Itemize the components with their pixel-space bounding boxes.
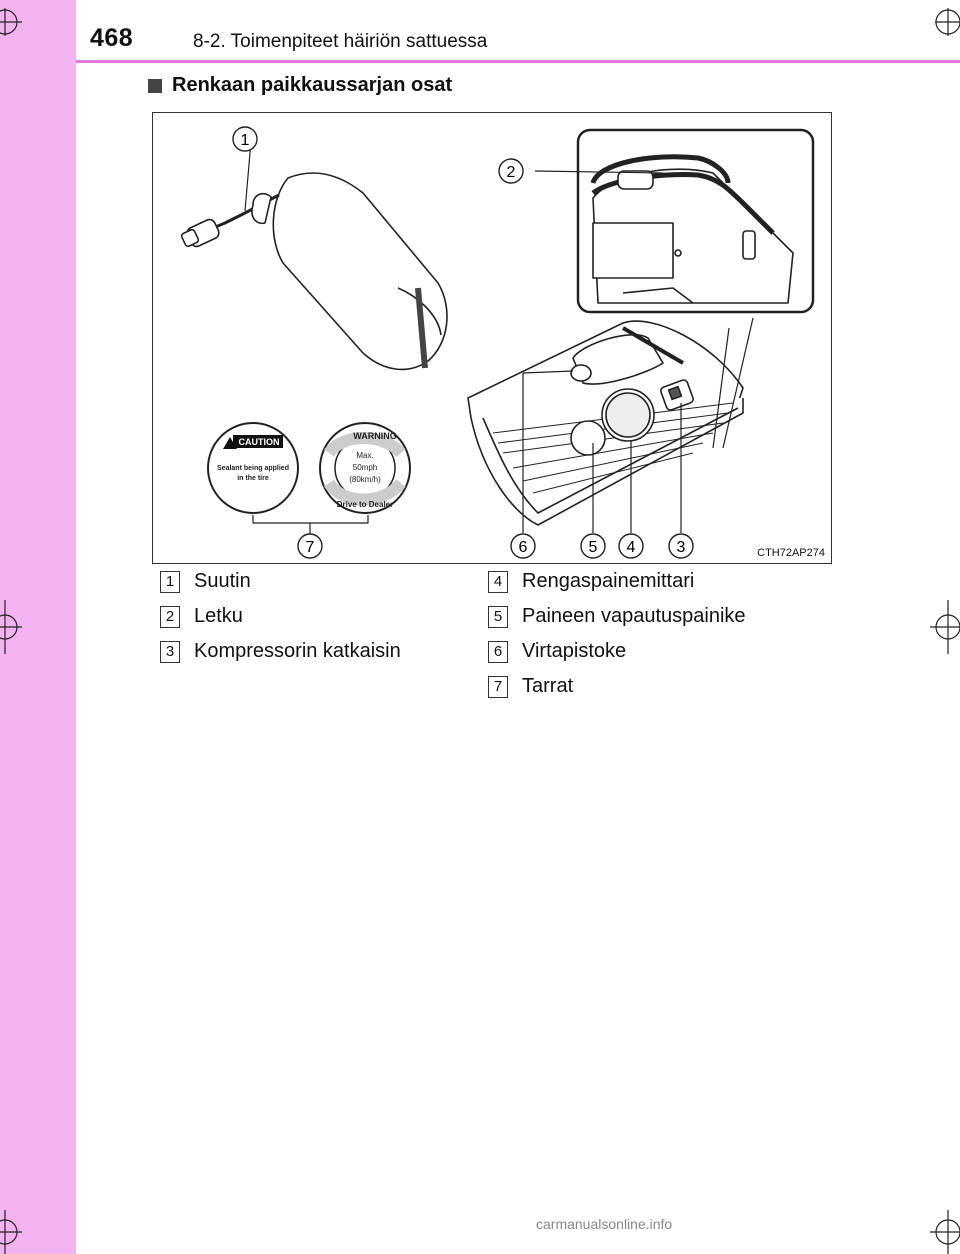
legend-number: 4 [488, 570, 508, 593]
header-rule [76, 60, 960, 63]
legend-number: 5 [488, 605, 508, 628]
callout-4: 4 [618, 533, 644, 559]
legend-item-3: 3 Kompressorin katkaisin [160, 640, 401, 663]
legend-item-7: 7 Tarrat [488, 675, 573, 698]
legend-label: Suutin [194, 570, 251, 592]
legend-item-5: 5 Paineen vapautuspainike [488, 605, 746, 628]
heading-text: Renkaan paikkaussarjan osat [172, 74, 453, 96]
kit-illustration: CAUTION Sealant being applied in the tir… [180, 126, 815, 559]
warning-line3: (80km/h) [349, 475, 381, 484]
legend-label: Letku [194, 605, 243, 627]
caution-line1: Sealant being applied [217, 465, 289, 472]
callout-3: 3 [668, 533, 694, 559]
callout-6: 6 [510, 533, 536, 559]
section-title: 8-2. Toimenpiteet häiriön sattuessa [193, 31, 488, 52]
caution-title: CAUTION [239, 437, 280, 447]
legend-label: Rengaspainemittari [522, 570, 695, 592]
callout-7: 7 [297, 533, 323, 559]
legend-number: 3 [160, 640, 180, 663]
callout-5: 5 [580, 533, 606, 559]
legend-label: Virtapistoke [522, 640, 627, 662]
sealant-bottle [180, 140, 448, 371]
legend-number: 6 [488, 640, 508, 663]
svg-text:1: 1 [241, 132, 250, 149]
warning-line1: Max. [356, 451, 373, 460]
legend-number: 1 [160, 570, 180, 593]
svg-text:4: 4 [627, 539, 636, 556]
page-number: 468 [90, 24, 134, 52]
warning-line2: 50mph [353, 463, 377, 472]
legend-number: 2 [160, 605, 180, 628]
legend-item-6: 6 Virtapistoke [488, 640, 626, 663]
svg-text:3: 3 [677, 539, 686, 556]
legend-number: 7 [488, 675, 508, 698]
stickers [207, 422, 411, 538]
legend-item-1: 1 Suutin [160, 570, 251, 593]
svg-text:5: 5 [589, 539, 598, 556]
legend-label: Tarrat [522, 675, 574, 697]
warning-bottom: Drive to Dealer [337, 500, 393, 509]
tire-repair-kit-figure: CAUTION Sealant being applied in the tir… [152, 112, 832, 564]
caution-line2: in the tire [237, 475, 269, 482]
svg-text:7: 7 [306, 539, 315, 556]
hose-inset [534, 128, 815, 314]
warning-title: WARNING [353, 431, 397, 441]
legend-item-4: 4 Rengaspainemittari [488, 570, 694, 593]
heading: Renkaan paikkaussarjan osat [148, 74, 452, 97]
callout-2: 2 [498, 158, 524, 184]
legend-item-2: 2 Letku [160, 605, 243, 628]
svg-text:6: 6 [519, 539, 528, 556]
legend-label: Paineen vapautuspainike [522, 605, 746, 627]
figure-code: CTH72AP274 [757, 547, 825, 559]
square-bullet-icon [148, 78, 162, 93]
footer-watermark: carmanualsonline.info [536, 1216, 673, 1232]
compressor [467, 317, 754, 533]
legend-label: Kompressorin katkaisin [194, 640, 401, 662]
callout-1: 1 [232, 126, 258, 152]
svg-text:2: 2 [507, 164, 516, 181]
